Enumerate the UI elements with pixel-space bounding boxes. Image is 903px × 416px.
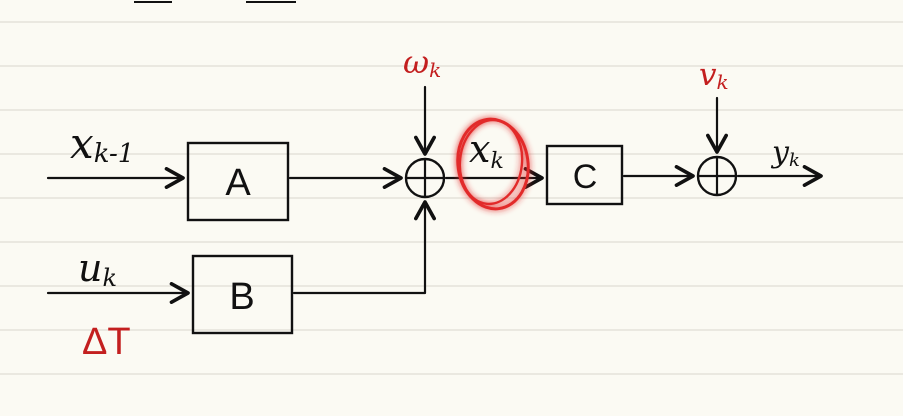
block-c-label: C [573,158,598,196]
x-label: xk [469,127,504,174]
block-c: C [545,144,624,206]
block-a-label: A [225,162,251,204]
block-b-label: B [229,276,254,318]
x-prev-label: xk-1 [70,119,134,169]
signal-paths [46,85,823,304]
block-a: A [186,141,290,222]
block-b: B [191,254,294,335]
summing-junction-2 [696,155,738,197]
w-label: ωk [403,43,441,82]
v-label: vk [699,57,729,94]
ruled-lines [0,21,903,375]
summing-junction-1 [404,157,446,199]
u-label: uk [78,246,117,292]
y-label: yk [770,135,800,171]
arrow-b-to-sum1 [292,200,436,295]
red-circle-highlight [456,117,530,211]
delta-t-annotation: ΔT [82,321,131,363]
